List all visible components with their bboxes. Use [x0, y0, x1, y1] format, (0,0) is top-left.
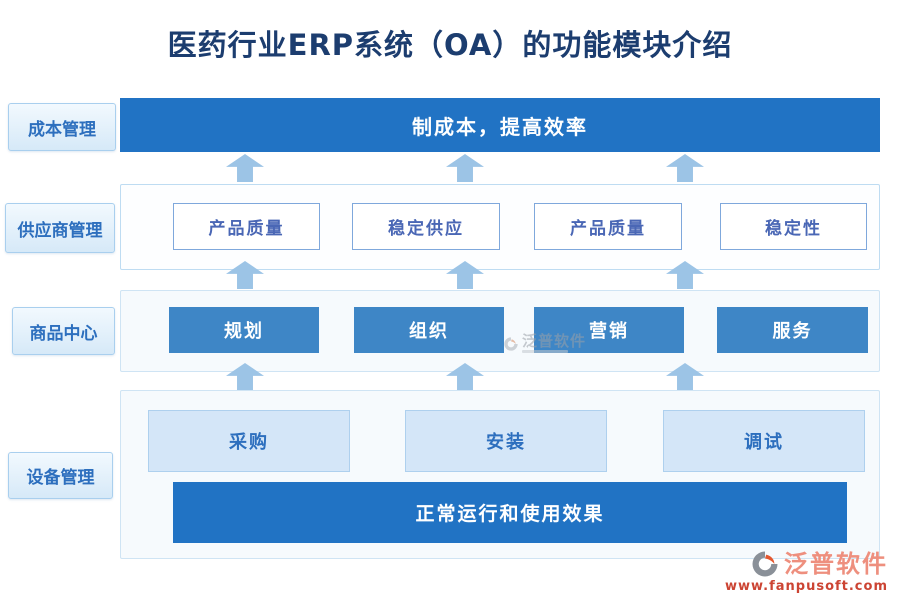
product-box-planning: 规划 [169, 307, 319, 353]
supplier-box-stable-supply: 稳定供应 [352, 203, 500, 250]
bottom-result-bar: 正常运行和使用效果 [173, 482, 847, 543]
side-label-product-center: 商品中心 [12, 307, 115, 355]
equipment-box-procurement: 采购 [148, 410, 350, 472]
product-box-marketing: 营销 [534, 307, 684, 353]
logo-url: www.fanpusoft.com [724, 579, 888, 594]
page-title: 医药行业ERP系统（OA）的功能模块介绍 [167, 28, 733, 62]
up-arrow-icon [226, 154, 264, 182]
product-box-organization: 组织 [354, 307, 504, 353]
supplier-box-product-quality-1: 产品质量 [173, 203, 320, 250]
side-label-cost-management: 成本管理 [8, 103, 116, 151]
logo-name: 泛普软件 [784, 550, 888, 578]
product-box-service: 服务 [717, 307, 868, 353]
side-label-equipment-management: 设备管理 [8, 452, 113, 499]
up-arrow-icon [666, 154, 704, 182]
equipment-box-debugging: 调试 [663, 410, 865, 472]
equipment-box-installation: 安装 [405, 410, 607, 472]
supplier-box-product-quality-2: 产品质量 [534, 203, 682, 250]
side-label-supplier-management: 供应商管理 [5, 203, 115, 253]
supplier-box-stability: 稳定性 [720, 203, 867, 250]
up-arrow-icon [446, 154, 484, 182]
logo-swirl-icon [752, 551, 778, 577]
fanpu-logo: 泛普软件 www.fanpusoft.com [725, 549, 888, 594]
top-result-bar: 制成本，提高效率 [120, 98, 880, 152]
